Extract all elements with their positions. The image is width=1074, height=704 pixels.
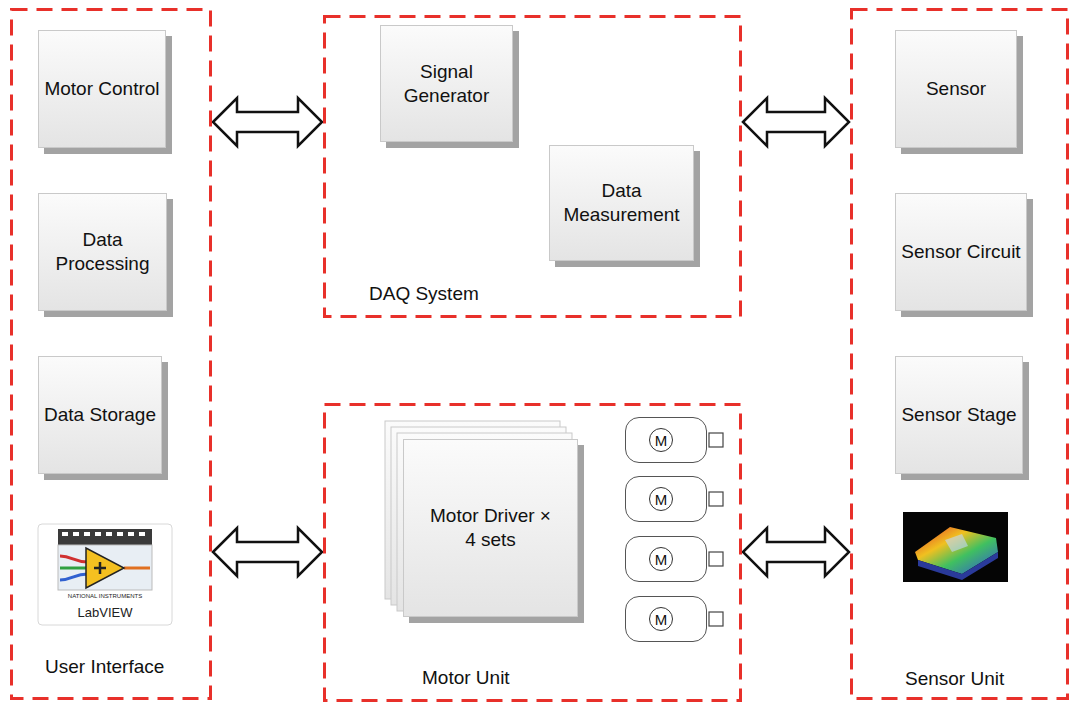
brand-text: NATIONAL INSTRUMENTS [38, 593, 172, 599]
process-box: Data Processing [38, 193, 167, 311]
dashed-group: Sensor Unit SensorSensor CircuitSensor St… [850, 8, 1069, 700]
process-box: Data Storage [38, 356, 162, 474]
motor-shaft [709, 433, 723, 626]
box-label: Sensor Stage [901, 403, 1016, 427]
process-box: Data Measurement [549, 145, 694, 261]
motor-label: M [649, 428, 673, 452]
group-label: DAQ System [369, 283, 479, 305]
box-label: Sensor Circuit [901, 240, 1020, 264]
double-block-arrow [743, 98, 849, 146]
box-label: Data Processing [39, 228, 166, 276]
double-block-arrow [213, 98, 322, 146]
motor-symbol: M [625, 536, 707, 582]
box-label: Sensor [926, 77, 986, 101]
motor-label: M [649, 487, 673, 511]
box-label: Motor Driver × 4 sets [426, 504, 556, 552]
box-label: Signal Generator [381, 60, 512, 108]
labview-logo [38, 524, 172, 625]
dashed-group: Motor UnitMotor Driver × 4 setsMMMM [323, 403, 742, 702]
process-box: Motor Driver × 4 sets [403, 439, 578, 617]
motor-symbol: M [625, 417, 707, 463]
process-box: Sensor [895, 30, 1017, 148]
group-label: Sensor Unit [905, 668, 1004, 690]
dashed-group: DAQ System Signal GeneratorData Measureme… [323, 15, 742, 318]
process-box: Motor Control [38, 30, 166, 148]
driver-stack [385, 421, 578, 617]
logo-caption: LabVIEW [38, 605, 172, 620]
motor-symbol: M [625, 476, 707, 522]
box-label: Data Measurement [550, 179, 693, 227]
process-box: Sensor Circuit [895, 193, 1027, 311]
process-box: Signal Generator [380, 25, 513, 142]
group-label: User Interface [45, 656, 164, 678]
double-block-arrow [743, 528, 849, 576]
process-box: Sensor Stage [895, 356, 1023, 474]
motor-label: M [649, 607, 673, 631]
box-label: Motor Control [44, 77, 159, 101]
motor-label: M [649, 547, 673, 571]
box-label: Data Storage [44, 403, 156, 427]
motor-symbol: M [625, 596, 707, 642]
sensor-simulation-image [903, 512, 1008, 582]
group-label: Motor Unit [422, 667, 510, 689]
double-block-arrow [213, 528, 322, 576]
